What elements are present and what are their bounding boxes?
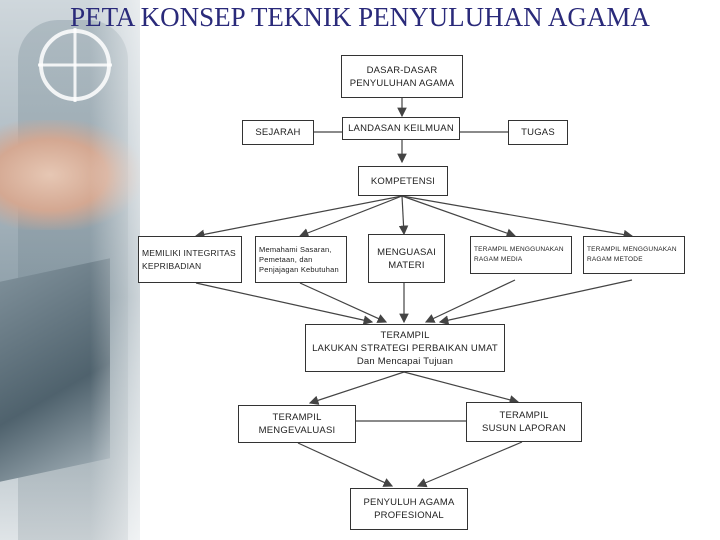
node-media-label: TERAMPIL MENGGUNAKAN RAGAM MEDIA	[474, 245, 564, 265]
node-landasan-label: LANDASAN KEILMUAN	[348, 122, 454, 135]
node-integritas-kepribadian: MEMILIKI INTEGRITAS KEPRIBADIAN	[138, 236, 242, 283]
node-memahami-label: Memahami Sasaran, Pemetaan, dan Penjajag…	[259, 245, 339, 275]
node-kompetensi-label: KOMPETENSI	[371, 175, 435, 188]
node-ragam-metode: TERAMPIL MENGGUNAKAN RAGAM METODE	[583, 236, 685, 274]
node-sejarah: SEJARAH	[242, 120, 314, 145]
node-evaluasi-label: TERAMPIL MENGEVALUASI	[259, 411, 336, 437]
node-strategi-label: TERAMPIL LAKUKAN STRATEGI PERBAIKAN UMAT…	[312, 329, 498, 368]
node-dasar-label: DASAR-DASAR PENYULUHAN AGAMA	[350, 64, 455, 90]
node-landasan-keilmuan: LANDASAN KEILMUAN	[342, 117, 460, 140]
node-integritas-label: MEMILIKI INTEGRITAS KEPRIBADIAN	[142, 247, 236, 273]
node-metode-label: TERAMPIL MENGGUNAKAN RAGAM METODE	[587, 245, 677, 265]
node-dasar-dasar: DASAR-DASAR PENYULUHAN AGAMA	[341, 55, 463, 98]
node-memahami-sasaran: Memahami Sasaran, Pemetaan, dan Penjajag…	[255, 236, 347, 283]
node-menguasai-label: MENGUASAI MATERI	[377, 246, 436, 272]
node-strategi-perbaikan: TERAMPIL LAKUKAN STRATEGI PERBAIKAN UMAT…	[305, 324, 505, 372]
node-kompetensi: KOMPETENSI	[358, 166, 448, 196]
node-susun-laporan: TERAMPIL SUSUN LAPORAN	[466, 402, 582, 442]
node-penyuluh-profesional: PENYULUH AGAMA PROFESIONAL	[350, 488, 468, 530]
node-menguasai-materi: MENGUASAI MATERI	[368, 234, 445, 283]
node-tugas-label: TUGAS	[521, 126, 555, 139]
node-profesional-label: PENYULUH AGAMA PROFESIONAL	[364, 496, 455, 522]
node-ragam-media: TERAMPIL MENGGUNAKAN RAGAM MEDIA	[470, 236, 572, 274]
node-laporan-label: TERAMPIL SUSUN LAPORAN	[482, 409, 566, 435]
node-sejarah-label: SEJARAH	[255, 126, 300, 139]
node-tugas: TUGAS	[508, 120, 568, 145]
node-mengevaluasi: TERAMPIL MENGEVALUASI	[238, 405, 356, 443]
